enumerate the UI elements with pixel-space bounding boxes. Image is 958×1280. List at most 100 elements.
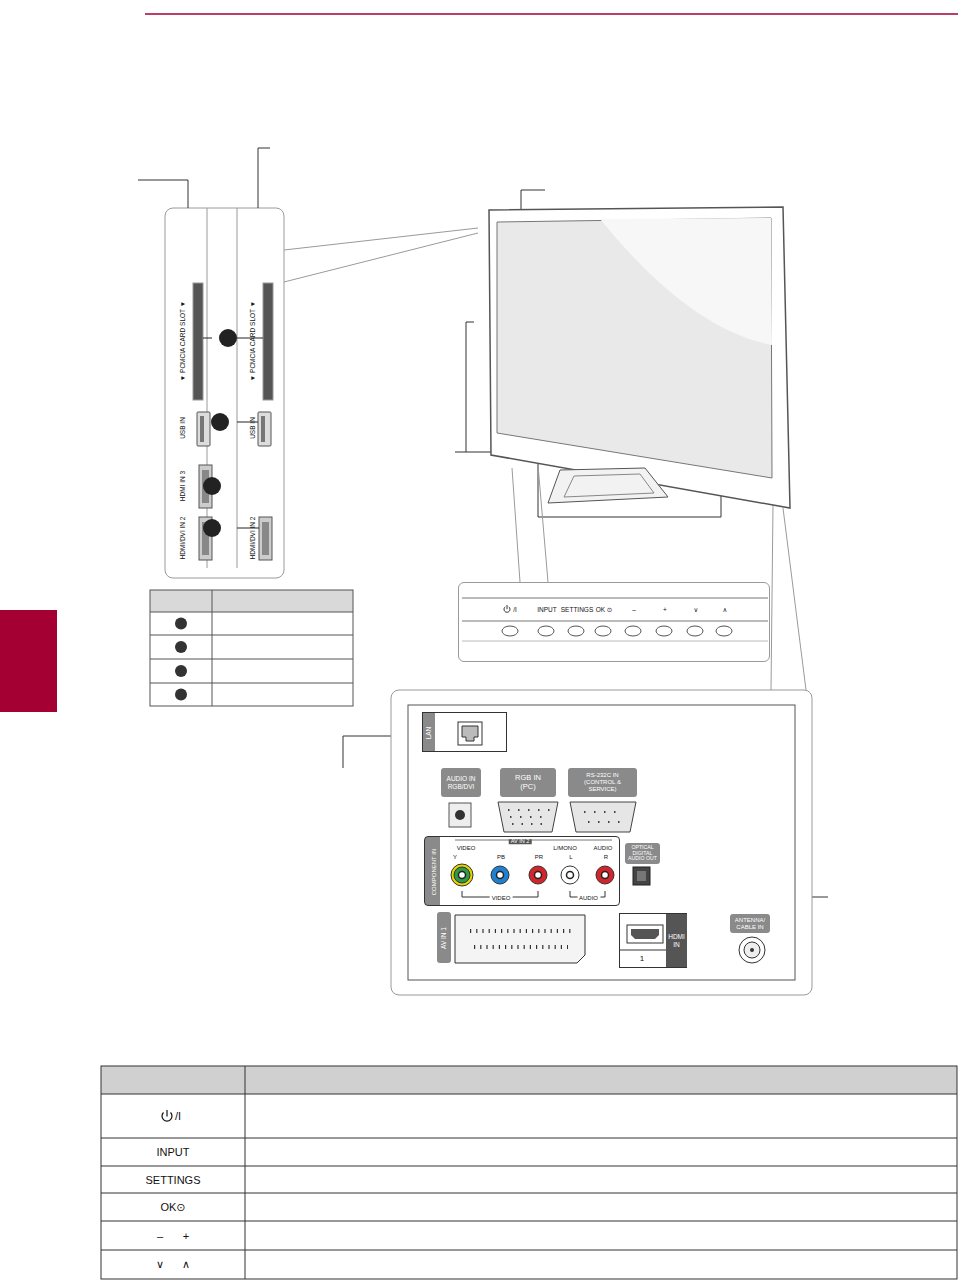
side-panel bbox=[165, 208, 284, 578]
button-panel-art bbox=[538, 626, 554, 636]
port-tag: OPTICAL DIGITAL AUDIO OUT bbox=[625, 843, 660, 864]
zoom-line bbox=[512, 468, 520, 582]
button-label: – bbox=[632, 607, 636, 614]
function-table bbox=[101, 1166, 957, 1167]
function-table bbox=[101, 1094, 957, 1095]
table-cell-text: ∧ bbox=[182, 1259, 190, 1270]
tv-set bbox=[489, 207, 790, 508]
optical-port bbox=[633, 867, 650, 885]
key-table bbox=[212, 590, 213, 706]
wire bbox=[203, 338, 212, 339]
usb-port bbox=[258, 412, 271, 446]
hdmi-rear-port bbox=[619, 925, 666, 950]
button-panel-art bbox=[462, 598, 768, 599]
port-label: RS-232C IN (CONTROL & SERVICE) bbox=[570, 772, 635, 793]
key-table bbox=[150, 590, 353, 706]
function-table bbox=[101, 1193, 957, 1194]
port-label: COMPONENT IN bbox=[431, 849, 437, 896]
port-label: VIDEO bbox=[490, 895, 513, 901]
optical-port bbox=[633, 867, 650, 885]
rca-jack bbox=[535, 872, 542, 879]
hdmi-rear-port bbox=[627, 925, 663, 943]
button-panel-art bbox=[507, 605, 508, 609]
port-tag: ANTENNA/ CABLE IN bbox=[730, 914, 770, 933]
button-label: OK ⊙ bbox=[596, 607, 613, 614]
callout-dot bbox=[219, 329, 237, 347]
hdmi-port bbox=[259, 517, 272, 560]
control-button-panel: /IINPUTSETTINGSOK ⊙–+∨∧ bbox=[458, 582, 770, 662]
zoom-line bbox=[783, 508, 806, 690]
button-panel-art bbox=[502, 626, 518, 636]
av-bar bbox=[455, 840, 612, 841]
audio-jack bbox=[455, 810, 465, 820]
scart-connector bbox=[455, 915, 585, 963]
port-label: LAN bbox=[426, 727, 433, 740]
port-label: USB IN bbox=[250, 417, 257, 439]
rear-panel bbox=[408, 705, 795, 980]
button-label: INPUT bbox=[537, 607, 557, 614]
key-table bbox=[150, 590, 353, 612]
zoom-line bbox=[538, 465, 548, 582]
lan-jack-box: LAN bbox=[422, 712, 507, 752]
usb-port bbox=[261, 416, 265, 442]
leader-line bbox=[258, 148, 270, 208]
coax-connector bbox=[739, 937, 765, 963]
key-table bbox=[150, 683, 353, 684]
port-tag: AV IN 1 bbox=[437, 912, 451, 963]
key-table bbox=[175, 618, 187, 630]
function-table bbox=[101, 1138, 957, 1139]
zoom-line bbox=[284, 228, 478, 250]
key-table bbox=[175, 665, 187, 677]
scart-connector bbox=[474, 945, 568, 949]
port-label: AUDIO IN RGB/DVI bbox=[443, 775, 479, 790]
coax-connector bbox=[739, 937, 765, 963]
rca-jack bbox=[561, 866, 579, 884]
function-table bbox=[101, 1250, 957, 1251]
button-panel-art bbox=[595, 626, 611, 636]
page-decoration bbox=[0, 14, 958, 712]
side-panel bbox=[207, 208, 208, 568]
port-label: PB bbox=[497, 854, 505, 860]
av-bar bbox=[455, 840, 612, 841]
button-panel-art bbox=[687, 626, 703, 636]
button-panel-art bbox=[502, 626, 732, 636]
hdmi-port bbox=[199, 465, 272, 560]
leader-line bbox=[138, 180, 188, 208]
coax-connector bbox=[744, 942, 760, 958]
dsub-connector bbox=[512, 823, 546, 825]
usb-port bbox=[197, 412, 210, 446]
callout-dot bbox=[211, 413, 229, 431]
table-cell-text: – bbox=[157, 1231, 163, 1242]
lan-port bbox=[458, 722, 482, 745]
table-cell-text: ∨ bbox=[156, 1259, 164, 1270]
dsub-connector bbox=[584, 811, 624, 813]
tv-set bbox=[489, 207, 790, 508]
rca-jack bbox=[459, 872, 466, 879]
rca-jack bbox=[602, 872, 609, 879]
callout-dot bbox=[203, 519, 221, 537]
dsub-connector bbox=[588, 821, 620, 823]
tv-set bbox=[548, 468, 668, 503]
rear-panel bbox=[391, 690, 812, 995]
pcmcia-slot bbox=[193, 283, 203, 400]
rca-jack bbox=[451, 864, 614, 886]
tv-set bbox=[497, 218, 772, 478]
side-panel bbox=[237, 208, 238, 568]
key-table bbox=[150, 590, 353, 706]
side-panel bbox=[165, 208, 284, 578]
port-label: HDMI IN bbox=[666, 914, 687, 967]
port-label: ▼ PCMCIA CARD SLOT ▼ bbox=[250, 301, 257, 381]
function-table bbox=[166, 1110, 167, 1117]
table-cell-text: INPUT bbox=[157, 1147, 190, 1158]
lan-port bbox=[458, 722, 482, 745]
key-table bbox=[150, 612, 353, 613]
button-panel-art bbox=[462, 621, 768, 622]
button-panel-art bbox=[625, 626, 641, 636]
port-label: L bbox=[569, 854, 572, 860]
port-label: AV IN 1 bbox=[441, 927, 448, 949]
callout-dot bbox=[203, 329, 237, 537]
port-label: L/MONO bbox=[553, 845, 577, 851]
leader-line bbox=[466, 322, 474, 452]
coax-connector bbox=[750, 948, 754, 952]
audio-jack bbox=[449, 803, 471, 827]
